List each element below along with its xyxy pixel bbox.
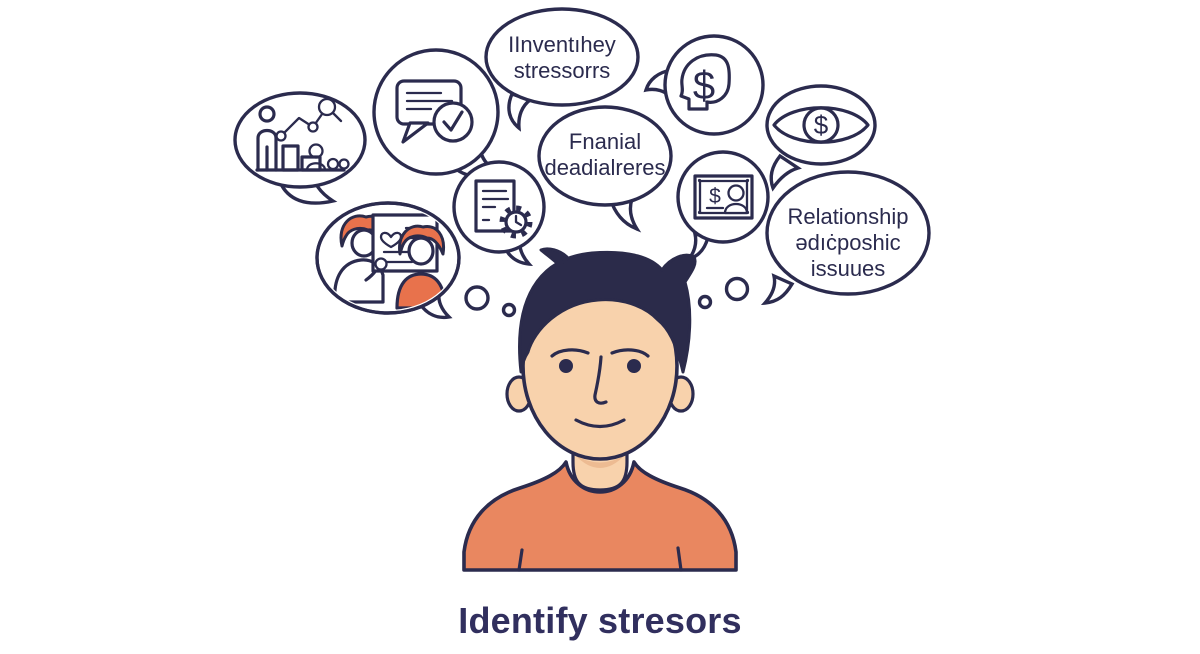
nose (593, 355, 608, 405)
bubble-body (484, 7, 640, 107)
person-bar-chart-icon (255, 97, 350, 172)
thought-bubble-relationship-people (315, 201, 461, 320)
left-person-hand (374, 257, 388, 271)
thought-bubble-money-mind: $ (643, 34, 765, 136)
neck-shadow (575, 455, 625, 468)
stressed-person (462, 247, 738, 572)
thought-bubble-financial: Fnanial deadialreres (537, 105, 673, 233)
shirt (462, 460, 738, 572)
thought-bubble-banknote: $ (676, 150, 770, 263)
bubble-outline (315, 201, 461, 315)
thought-trail-circle (724, 276, 750, 302)
hair-tuft (539, 247, 570, 267)
dollar-glyph: $ (814, 110, 829, 140)
right-person-hair (398, 224, 446, 256)
thought-bubble-work-stress (233, 91, 367, 205)
clock-hands (514, 214, 523, 227)
frown-mouth (574, 418, 626, 429)
document-clock-gear-icon (474, 179, 533, 239)
bubble-text-line: IInventıhey (508, 32, 616, 57)
shirt-seam-right (676, 546, 683, 572)
bubble-text-line: stressorrs (514, 58, 611, 83)
bubble-text-line: Fnanial (569, 129, 641, 154)
bubble-tail (507, 91, 534, 132)
bubble-text-line: deadialreres (544, 155, 665, 180)
bubble-tail (769, 153, 802, 192)
thought-trail-circle (501, 302, 517, 318)
banknote-person-icon: $ (693, 174, 754, 220)
head-dollar-icon: $ (679, 53, 731, 111)
bubble-text-line: ədıċposhic (795, 230, 900, 255)
thought-trail-circle (464, 285, 490, 311)
thought-bubble-deadlines (452, 160, 546, 267)
bubble-body (765, 170, 931, 296)
dollar-glyph: $ (693, 64, 715, 108)
bubble-body (233, 91, 367, 189)
eye-dollar-icon: $ (772, 106, 870, 144)
page-title: Identify stresors (458, 600, 742, 641)
bubble-tail (760, 273, 795, 306)
two-people-document-icon (333, 213, 447, 310)
heart-icon (379, 231, 403, 249)
thought-bubble-money-eye: $ (765, 84, 877, 192)
gear-teeth (499, 205, 533, 239)
dollar-glyph: $ (709, 185, 721, 208)
check-icon (442, 110, 464, 132)
right-eye (627, 359, 641, 373)
thought-bubble-inventihey: IInventıhey stressorrs (484, 7, 640, 132)
hair (518, 250, 697, 374)
thought-bubble-messages (372, 48, 501, 179)
bubble-text-line: Relationship (787, 204, 908, 229)
right-person-face (407, 236, 435, 266)
left-person-body (333, 258, 385, 304)
left-eye (559, 359, 573, 373)
thought-trail-circle (697, 294, 713, 310)
chat-check-icon (395, 79, 474, 144)
bubble-body (537, 105, 673, 207)
shirt-seam-left (517, 548, 524, 572)
right-eyebrow (610, 348, 650, 358)
check-circle (432, 101, 474, 143)
left-eyebrow (550, 348, 590, 358)
thought-bubble-relationship: Relationship ədıċposhic issuues (760, 170, 931, 306)
bubble-text-line: issuues (811, 256, 886, 281)
